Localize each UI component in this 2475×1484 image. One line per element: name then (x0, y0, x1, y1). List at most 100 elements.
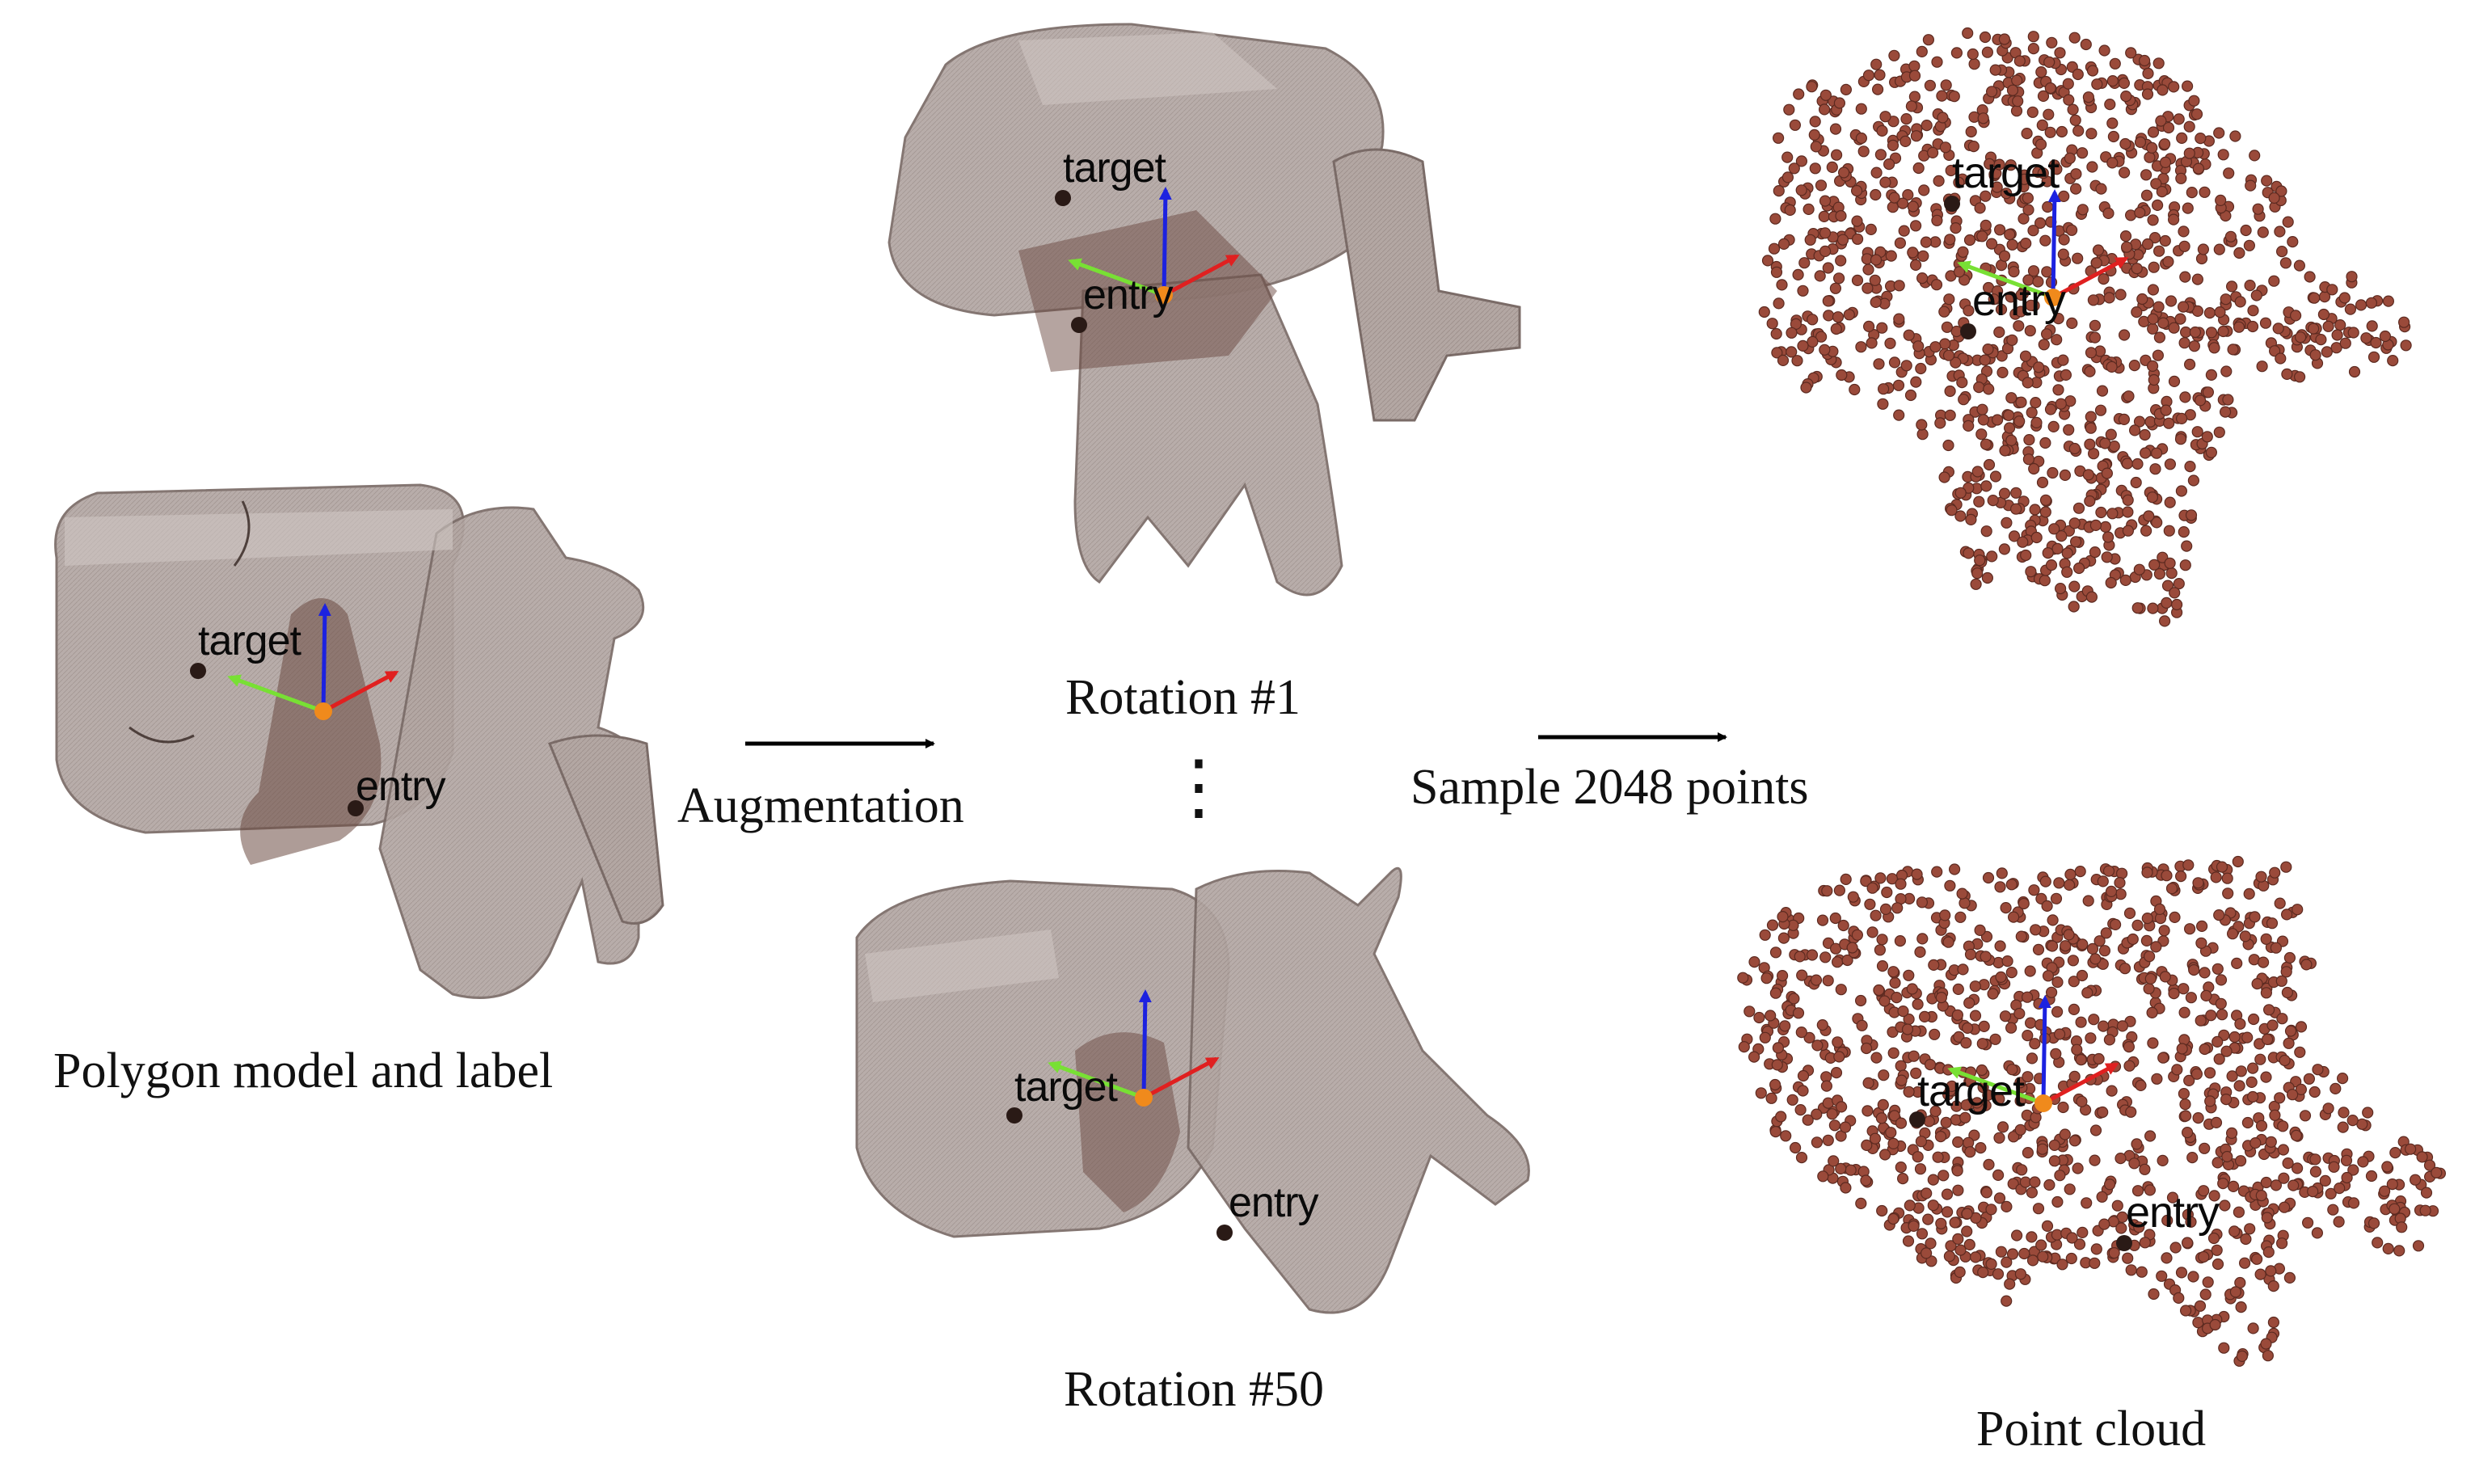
cloud-point (2199, 1142, 2211, 1154)
cloud-point (1903, 1086, 1915, 1098)
cloud-point (2037, 90, 2050, 103)
cloud-point (2144, 1184, 2156, 1196)
cloud-point (1819, 344, 1831, 356)
cloud-point (2159, 971, 2171, 983)
cloud-point (2086, 161, 2098, 173)
cloud-point (2103, 1034, 2115, 1046)
cloud-point (2157, 1154, 2169, 1167)
point-cloud-rotation-first (1758, 27, 2412, 627)
rotation-first-z-axis (1158, 187, 1172, 296)
cloud-point (1822, 262, 1834, 274)
cloud-point (2096, 385, 2109, 397)
cloud-point (2228, 1031, 2241, 1043)
cloud-point (2161, 870, 2173, 882)
cloud-point (2159, 615, 2171, 627)
cloud-point (2276, 1013, 2288, 1025)
cloud-point (1975, 428, 1988, 441)
cloud-point (2008, 911, 2020, 923)
cloud-point (2266, 917, 2279, 930)
cloud-point (2187, 1271, 2199, 1283)
polygon-model-origin (314, 702, 332, 720)
cloud-point (1870, 58, 1883, 70)
cloud-point (1777, 932, 1790, 944)
cloud-point (2382, 295, 2394, 307)
cloud-point (2400, 339, 2412, 352)
cloud-point (2255, 871, 2267, 883)
cloud-point (1942, 936, 1954, 948)
cloud-point (1999, 445, 2011, 457)
cloud-point (1761, 255, 1774, 267)
cloud-point (1944, 234, 1956, 246)
cloud-point (2060, 940, 2072, 952)
cloud-point (1830, 323, 1842, 335)
cloud-point (2161, 1252, 2173, 1264)
cloud-point (2299, 1110, 2312, 1122)
cloud-point (1920, 236, 1932, 248)
cloud-point (1978, 1020, 1990, 1033)
cloud-point (2211, 1157, 2224, 1169)
cloud-point (1899, 135, 1912, 147)
cloud-point (1788, 162, 1800, 175)
cloud-point (2055, 529, 2068, 542)
cloud-point (2233, 1080, 2245, 1092)
cloud-point (2157, 84, 2169, 96)
cloud-point (2082, 469, 2094, 481)
cloud-point (2151, 516, 2163, 529)
cloud-point (2119, 167, 2131, 179)
cloud-point (2085, 347, 2098, 359)
cloud-point (2290, 1129, 2302, 1142)
cloud-point (2226, 1127, 2238, 1140)
cloud-point (1791, 355, 1803, 367)
cloud-point (2157, 1052, 2169, 1064)
cloud-point (1768, 242, 1781, 255)
cloud-point (2208, 342, 2220, 354)
cloud-point (1900, 113, 1912, 125)
cloud-point (2208, 1190, 2220, 1202)
cloud-point (1989, 64, 2001, 76)
cloud-point (2159, 234, 2171, 247)
cloud-point (1993, 158, 2005, 171)
cloud-point (2236, 1350, 2248, 1363)
cloud-point (1957, 246, 1969, 258)
cloud-point (2122, 506, 2134, 518)
cloud-point (1887, 139, 1899, 151)
cloud-point (2067, 103, 2079, 116)
cloud-point (1828, 1155, 1840, 1167)
cloud-point (2231, 957, 2243, 970)
cloud-point (1759, 929, 1771, 941)
cloud-point (2131, 457, 2144, 470)
cloud-point (1829, 123, 1842, 135)
cloud-point (2188, 340, 2200, 352)
cloud-point (2221, 872, 2233, 884)
cloud-point (2293, 259, 2305, 272)
cloud-point (2175, 870, 2187, 883)
cloud-point (1976, 230, 1988, 242)
cloud-point (1885, 1127, 1897, 1139)
cloud-point (1941, 321, 1953, 333)
cloud-point (2041, 1220, 2054, 1233)
cloud-point (2032, 1203, 2045, 1215)
cloud-point (1956, 377, 1968, 389)
cloud-point (1816, 914, 1829, 926)
cloud-point (2082, 91, 2094, 103)
cloud-point (1892, 379, 1905, 391)
cloud-point (2256, 360, 2268, 373)
cloud-point (2043, 1178, 2055, 1191)
cloud-point (1837, 919, 1849, 932)
cloud-point (2322, 320, 2334, 332)
cloud-point (2200, 989, 2212, 1002)
cloud-point (1835, 255, 1847, 267)
cloud-point (1870, 188, 1882, 201)
cloud-point (1840, 83, 1852, 96)
cloud-point (2229, 130, 2241, 142)
cloud-first-target-point (1944, 196, 1960, 212)
cloud-point (1910, 259, 1922, 271)
cloud-first-entry-label: entry (1972, 276, 2066, 325)
cloud-point (1765, 1092, 1777, 1104)
cloud-point (2023, 433, 2035, 446)
cloud-point (1862, 1077, 1874, 1090)
cloud-first-target-label: target (1952, 149, 2060, 197)
polygon-model-entry-label: entry (356, 763, 446, 810)
cloud-point (2161, 580, 2174, 592)
cloud-point (1987, 494, 1999, 507)
